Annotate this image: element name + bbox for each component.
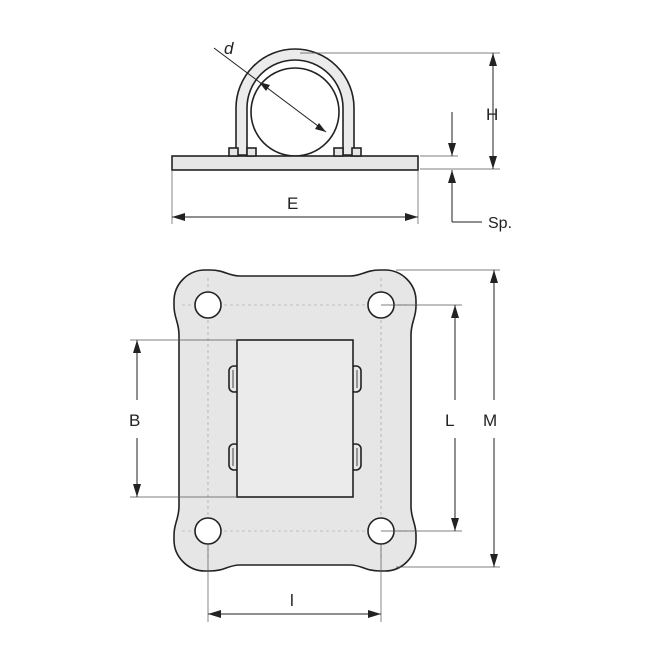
dim-b-arrow-bottom xyxy=(133,484,141,497)
dim-sp-arrow-top xyxy=(448,143,456,156)
dim-d-arrow-a xyxy=(259,82,270,91)
dim-e-arrow-left xyxy=(172,213,185,221)
label-M: M xyxy=(483,411,497,430)
dim-e-arrow-right xyxy=(405,213,418,221)
label-L: L xyxy=(445,411,454,430)
dim-l-small-arrow-right xyxy=(368,610,381,618)
dim-d-arrow-b xyxy=(315,123,326,132)
dim-h-arrow-bottom xyxy=(489,156,497,169)
dim-l-arrow-bottom xyxy=(451,518,459,531)
top-view: B L M l xyxy=(129,269,500,622)
nut-left-b xyxy=(246,147,257,157)
hole-top-left xyxy=(194,291,222,319)
side-base-plate xyxy=(171,155,419,171)
label-l: l xyxy=(290,591,294,610)
dim-m-arrow-top xyxy=(490,270,498,283)
label-H: H xyxy=(486,105,498,124)
dim-l-small-arrow-left xyxy=(208,610,221,618)
side-view: d H Sp. E xyxy=(171,39,512,232)
hole-bottom-left xyxy=(194,517,222,545)
dim-m-arrow-bottom xyxy=(490,554,498,567)
dim-d-line xyxy=(213,47,327,133)
u-bolt-opening xyxy=(250,67,340,157)
label-B: B xyxy=(129,411,140,430)
dim-sp-arrow-bottom xyxy=(448,170,456,183)
dim-l-arrow-top xyxy=(451,305,459,318)
label-Sp: Sp. xyxy=(488,215,512,232)
dim-h-arrow-top xyxy=(489,53,497,66)
label-d: d xyxy=(224,39,234,58)
dim-b-arrow-top xyxy=(133,340,141,353)
label-E: E xyxy=(287,194,298,213)
nut-right-a xyxy=(333,147,344,157)
nut-left-a xyxy=(228,147,239,157)
u-bolt-footprint xyxy=(236,339,354,498)
nut-right-b xyxy=(351,147,362,157)
